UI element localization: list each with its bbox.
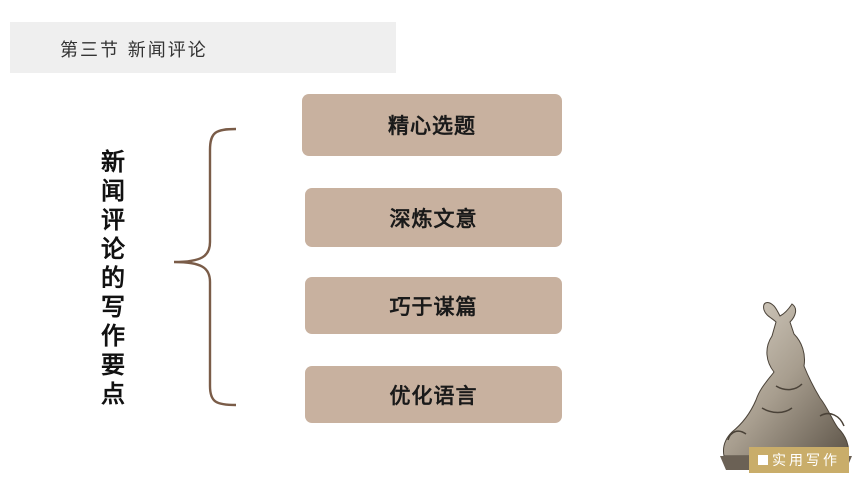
point-label-2: 深炼文意 <box>389 206 478 231</box>
category-badge: 实用写作 <box>749 447 849 473</box>
header-bar: 第三节 新闻评论 <box>10 22 396 73</box>
category-badge-label: 实用写作 <box>772 453 840 469</box>
point-box-2: 深炼文意 <box>305 188 562 247</box>
point-box-4: 优化语言 <box>305 366 562 423</box>
section-title: 第三节 新闻评论 <box>60 40 208 61</box>
diagram-root-label: 新闻评论的写作要点 <box>101 148 125 408</box>
point-label-1: 精心选题 <box>388 114 476 138</box>
square-icon <box>758 455 768 465</box>
point-box-1: 精心选题 <box>302 94 562 156</box>
point-label-4: 优化语言 <box>389 383 478 408</box>
point-label-3: 巧于谋篇 <box>389 294 478 319</box>
curly-brace-connector <box>173 127 237 407</box>
point-box-3: 巧于谋篇 <box>305 277 562 334</box>
